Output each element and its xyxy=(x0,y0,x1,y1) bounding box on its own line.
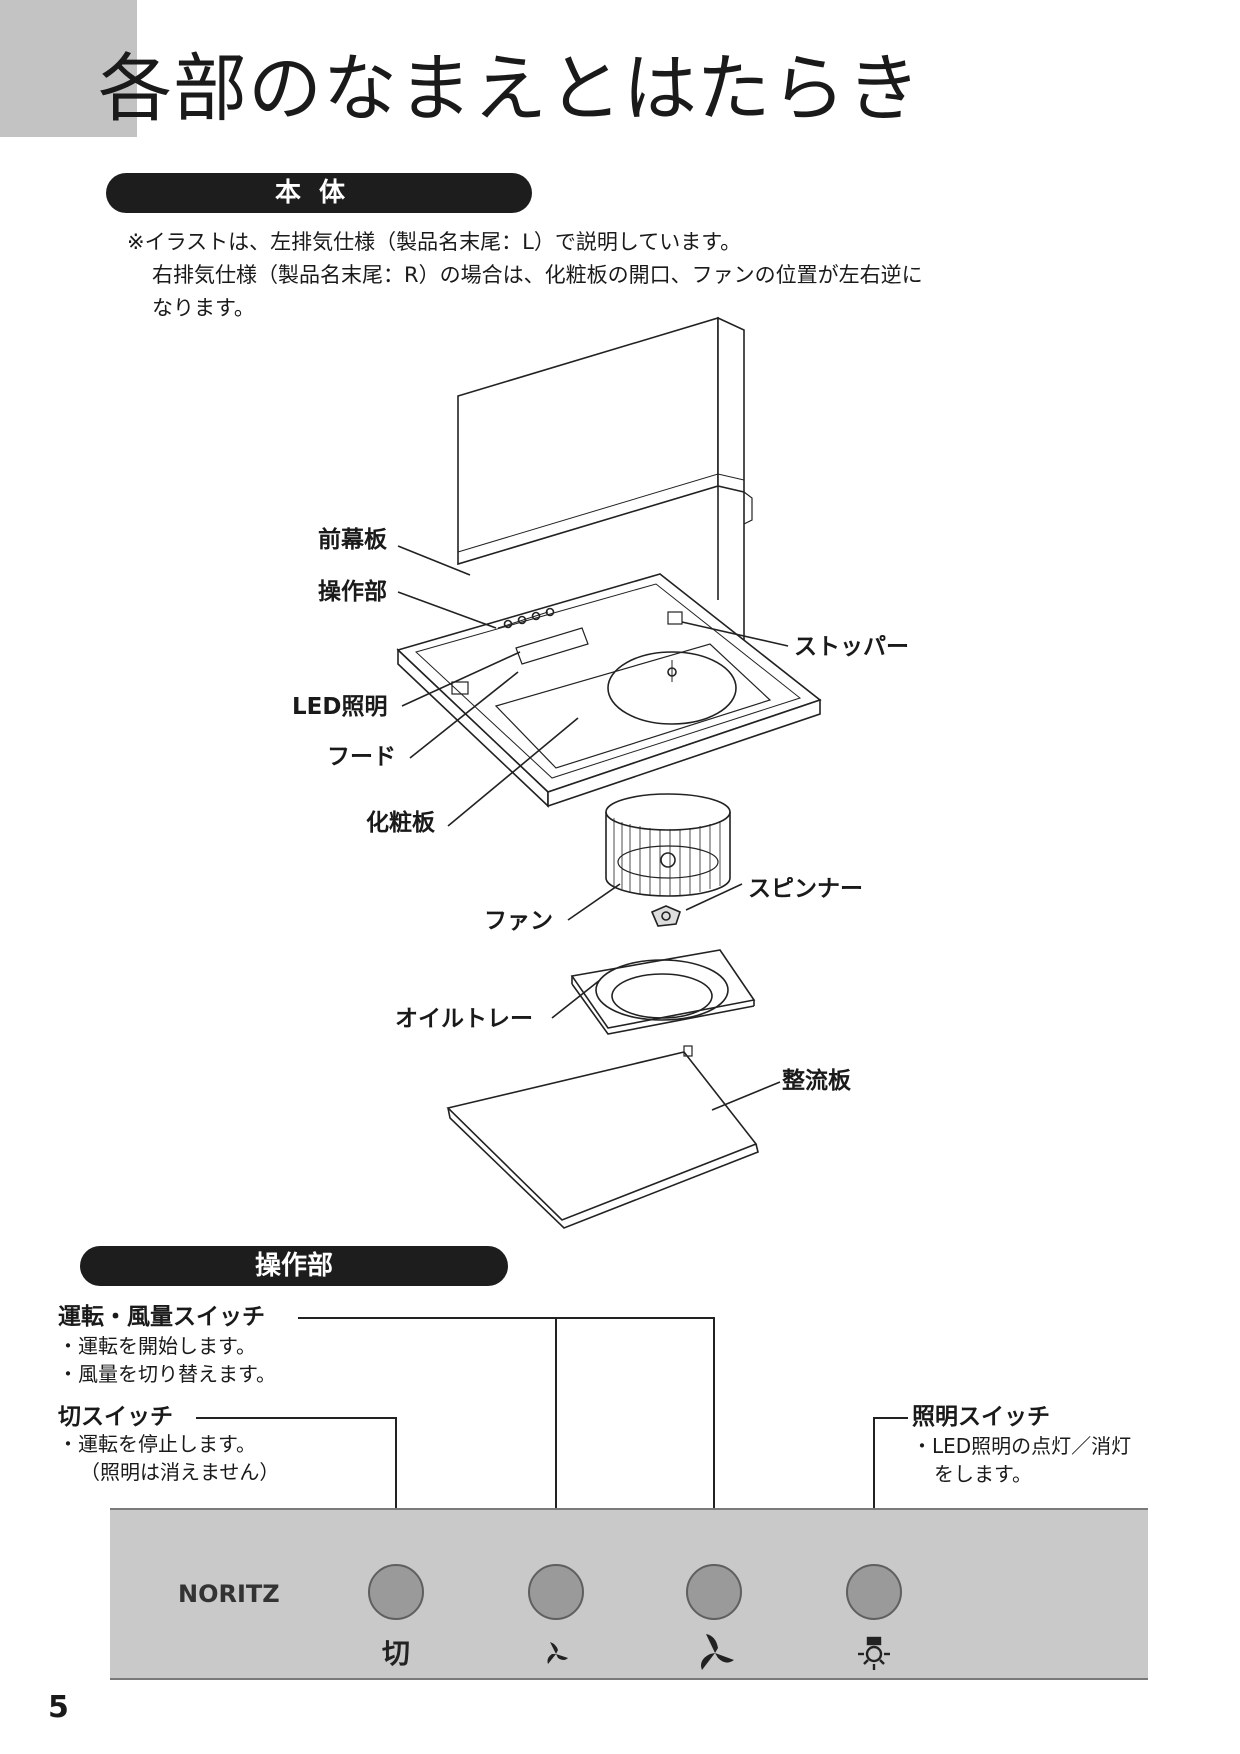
note-line-1: ※イラストは、左排気仕様（製品名末尾：L）で説明しています。 xyxy=(127,230,742,254)
page-number: 5 xyxy=(48,1690,69,1725)
light-switch-title: 照明スイッチ xyxy=(912,1404,1050,1430)
section-heading-ops: 操作部 xyxy=(80,1246,508,1286)
label-stopper: ストッパー xyxy=(794,634,909,660)
light-switch-desc-1: ・LED照明の点灯／消灯 xyxy=(912,1434,1132,1458)
corner-tab xyxy=(0,0,137,137)
page-title: 各部のなまえとはたらき xyxy=(98,46,922,132)
off-switch-title: 切スイッチ xyxy=(58,1404,173,1430)
label-control-unit: 操作部 xyxy=(318,579,387,605)
note-line-2: 右排気仕様（製品名末尾：R）の場合は、化粧板の開口、ファンの位置が左右逆に xyxy=(152,263,923,287)
light-button[interactable] xyxy=(846,1564,902,1620)
label-led-light: LED照明 xyxy=(292,694,388,720)
label-hood: フード xyxy=(327,744,396,770)
illustration-note: ※イラストは、左排気仕様（製品名末尾：L）で説明しています。 右排気仕様（製品名… xyxy=(127,226,923,325)
spinner-shape xyxy=(650,905,681,927)
off-switch-desc: ・運転を停止します。 （照明は消えません） xyxy=(58,1430,279,1486)
fan-low-button[interactable] xyxy=(528,1564,584,1620)
off-label: 切 xyxy=(381,1637,410,1670)
label-fan: ファン xyxy=(484,908,553,934)
label-spinner: スピンナー xyxy=(748,876,863,902)
fan-high-button[interactable] xyxy=(686,1564,742,1620)
label-decorative-panel: 化粧板 xyxy=(366,810,435,836)
run-switch-desc: ・運転を開始します。 ・風量を切り替えます。 xyxy=(58,1332,276,1388)
light-switch-desc-2: をします。 xyxy=(934,1462,1032,1486)
light-icon xyxy=(858,1636,890,1670)
decorative-panel-shape xyxy=(494,643,772,769)
section-heading-body: 本体 xyxy=(106,173,532,213)
off-button[interactable] xyxy=(368,1564,424,1620)
label-oil-tray: オイルトレー xyxy=(395,1006,533,1032)
label-rectifier-plate: 整流板 xyxy=(782,1068,851,1094)
run-switch-title: 運転・風量スイッチ xyxy=(58,1304,265,1330)
fan-large-icon xyxy=(701,1634,734,1670)
fan-small-icon xyxy=(547,1642,568,1664)
run-switch-desc-2: ・風量を切り替えます。 xyxy=(58,1362,276,1386)
brand-logo: NORITZ xyxy=(178,1580,280,1608)
light-switch-desc: ・LED照明の点灯／消灯 をします。 xyxy=(912,1432,1131,1488)
label-front-panel: 前幕板 xyxy=(318,527,387,553)
run-switch-desc-1: ・運転を開始します。 xyxy=(58,1334,256,1358)
note-line-3: なります。 xyxy=(152,296,255,320)
off-switch-desc-2: （照明は消えません） xyxy=(80,1460,280,1484)
control-panel: NORITZ 切 xyxy=(110,1508,1148,1680)
off-switch-desc-1: ・運転を停止します。 xyxy=(58,1432,256,1456)
